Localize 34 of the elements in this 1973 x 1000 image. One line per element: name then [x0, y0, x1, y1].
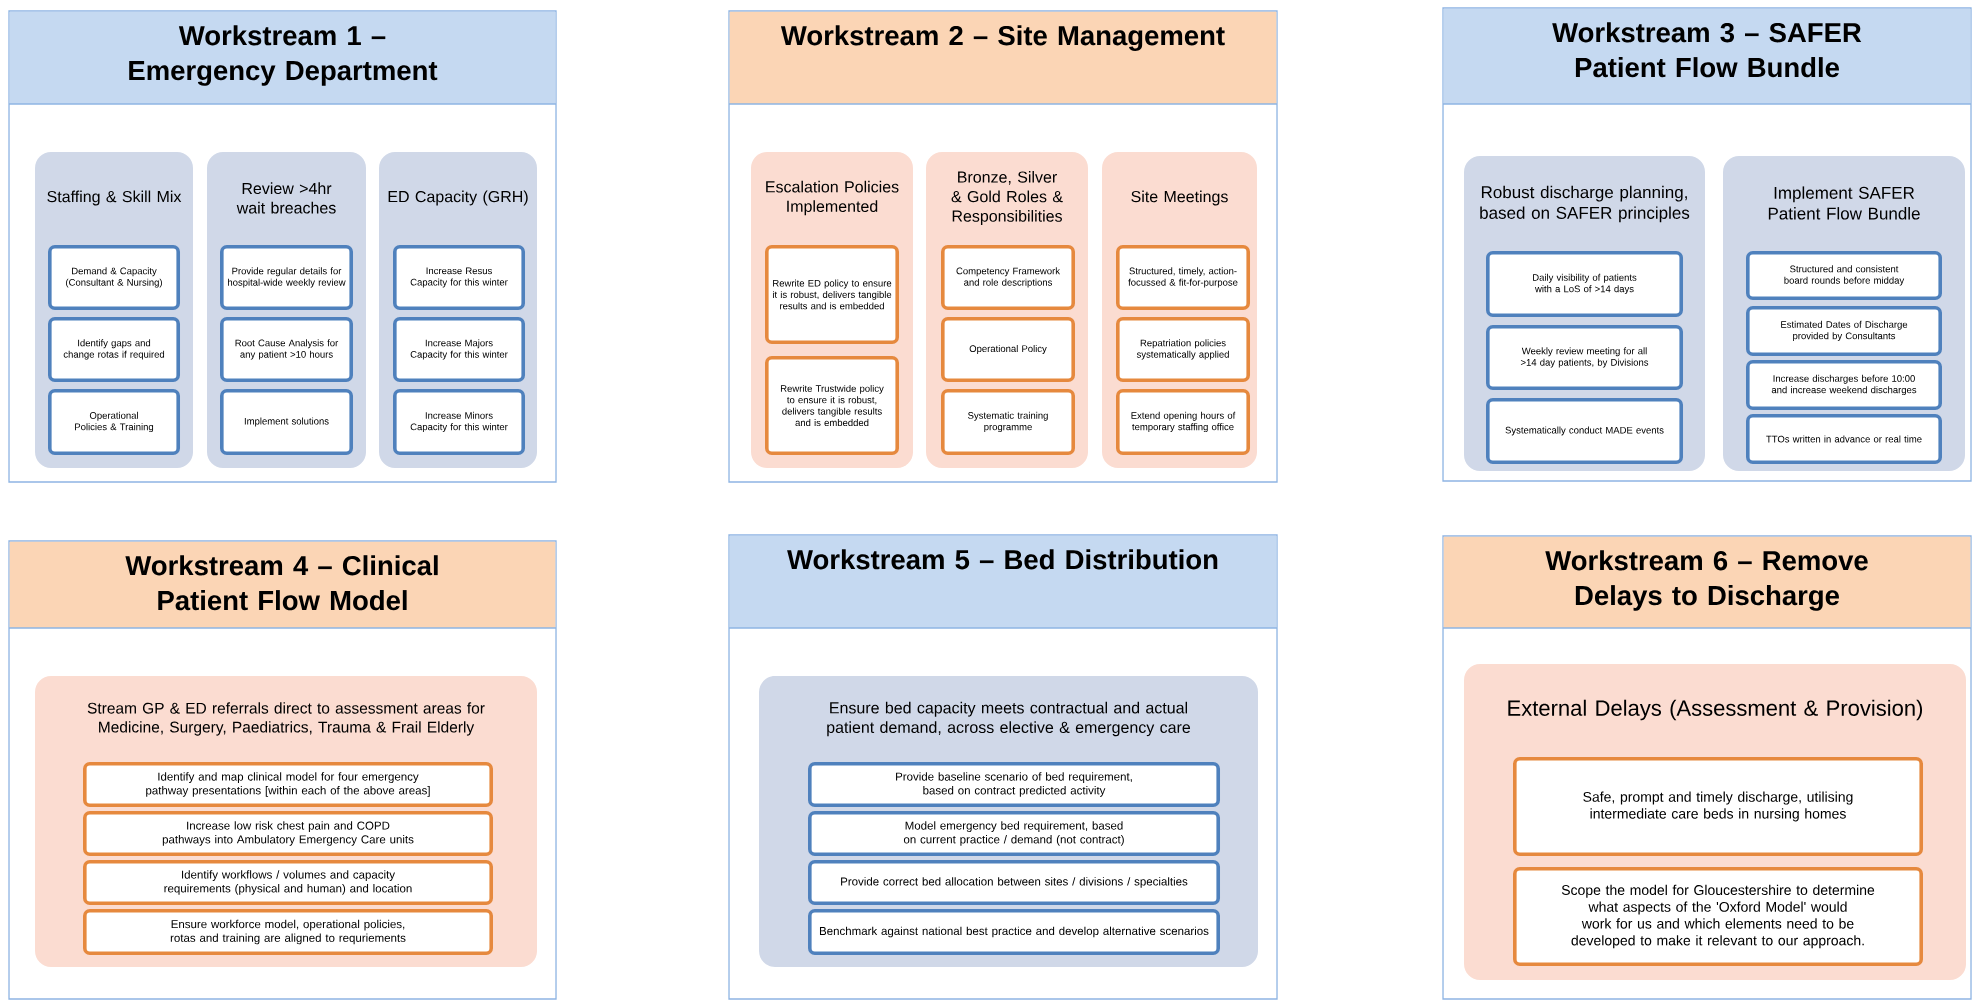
- task-box: TTOs written in advance or real time: [1746, 413, 1942, 464]
- task-box: Systematically conduct MADE events: [1486, 397, 1683, 464]
- task-box: Operational Policies & Training: [48, 388, 180, 455]
- task-box: Operational Policy: [941, 316, 1075, 382]
- task-box: Ensure workforce model, operational policies, rotas and training are aligned to requriements: [83, 909, 493, 955]
- task-box: Competency Framework and role descriptions: [941, 245, 1075, 310]
- task-box: Weekly review meeting for all >14 day patients, by Divisions: [1486, 324, 1683, 390]
- task-box: Demand & Capacity (Consultant & Nursing): [48, 245, 180, 310]
- task-box: Increase low risk chest pain and COPD pathways into Ambulatory Emergency Care units: [83, 811, 493, 856]
- task-box: Identify and map clinical model for four emergency pathway presentations [within each of the above areas]: [83, 762, 493, 807]
- task-box: Increase Minors Capacity for this winter: [393, 388, 525, 455]
- task-box: Root Cause Analysis for any patient >10 hours: [220, 316, 353, 382]
- task-box: Provide regular details for hospital-wide weekly review: [220, 245, 353, 310]
- task-box: Structured and consistent board rounds before midday: [1746, 251, 1942, 300]
- task-box: Safe, prompt and timely discharge, utilising intermediate care beds in nursing homes: [1513, 757, 1923, 856]
- task-box: Increase Resus Capacity for this winter: [393, 245, 525, 310]
- task-box: Rewrite ED policy to ensure it is robust, delivers tangible results and is embedded: [765, 245, 899, 344]
- task-box: Increase discharges before 10:00 and increase weekend discharges: [1746, 359, 1942, 410]
- task-box: Benchmark against national best practice and develop alternative scenarios: [808, 909, 1220, 955]
- task-box: Systematic training programme: [941, 388, 1075, 455]
- task-box: Implement solutions: [220, 388, 353, 455]
- task-box: Model emergency bed requirement, based on current practice / demand (not contract): [808, 811, 1220, 856]
- task-box: Provide baseline scenario of bed requirement, based on contract predicted activity: [808, 762, 1220, 807]
- task-box: Estimated Dates of Discharge provided by Consultants: [1746, 305, 1942, 356]
- task-box: Repatriation policies systematically applied: [1116, 316, 1250, 382]
- task-box: Daily visibility of patients with a LoS of >14 days: [1486, 251, 1683, 317]
- task-box: Extend opening hours of temporary staffing office: [1116, 388, 1250, 455]
- task-box: Rewrite Trustwide policy to ensure it is robust, delivers tangible results and is embedded: [765, 355, 899, 455]
- task-box: Identify gaps and change rotas if required: [48, 316, 180, 382]
- task-box: Increase Majors Capacity for this winter: [393, 316, 525, 382]
- task-box: Provide correct bed allocation between sites / divisions / specialties: [808, 860, 1220, 905]
- task-box: Scope the model for Gloucestershire to determine what aspects of the 'Oxford Model' would work for us and which elements need to be developed to make it relevant to our approach.: [1513, 867, 1923, 966]
- task-box: Structured, timely, action-focussed & fit-for-purpose: [1116, 245, 1250, 310]
- task-box: Identify workflows / volumes and capacity requirements (physical and human) and location: [83, 860, 493, 905]
